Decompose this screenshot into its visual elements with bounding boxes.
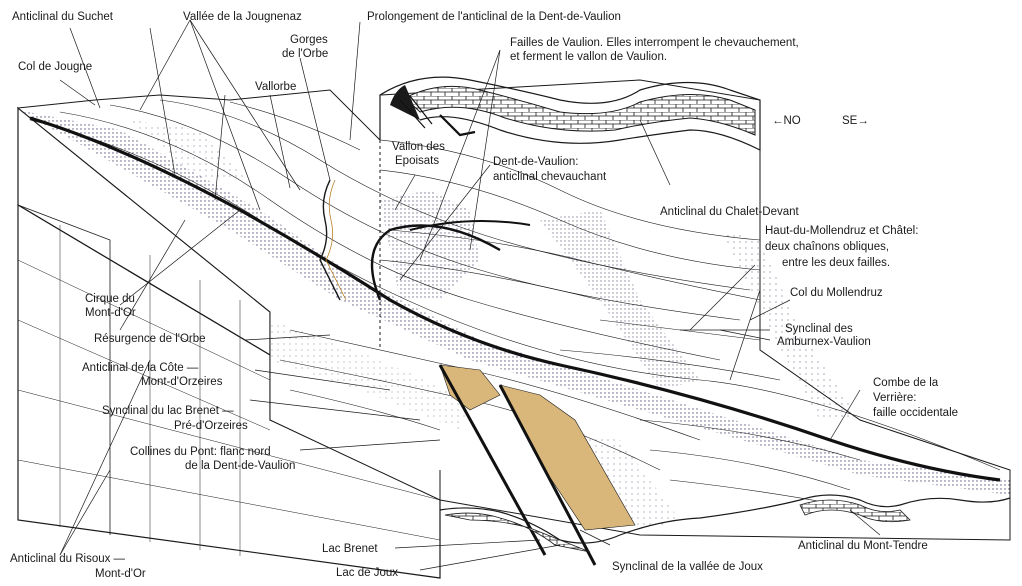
- label-failles-vaulion-1: Failles de Vaulion. Elles interrompent l…: [510, 37, 799, 49]
- label-synclinal-joux: Synclinal de la vallée de Joux: [612, 561, 763, 573]
- label-synclinal-brenet-1: Synclinal du lac Brenet —: [102, 405, 234, 417]
- label-combe-verriere-2: Verrière:: [873, 392, 916, 404]
- label-haut-mollendruz-1: Haut-du-Mollendruz et Châtel:: [765, 225, 918, 237]
- label-col-mollendruz: Col du Mollendruz: [790, 287, 883, 299]
- label-haut-mollendruz-2: deux chaînons obliques,: [765, 241, 889, 253]
- label-cirque-1: Cirque du: [85, 293, 135, 305]
- label-anticlinal-risoux-2: Mont-d'Or: [95, 568, 146, 580]
- label-anticlinal-cote-2: Mont-d'Orzeires: [141, 376, 223, 388]
- label-combe-verriere-3: faille occidentale: [873, 407, 958, 419]
- label-dent-vaulion-2: anticlinal chevauchant: [493, 171, 607, 183]
- label-synclinal-amburnex-1: Synclinal des: [785, 323, 853, 335]
- label-collines-pont-2: de la Dent-de-Vaulion: [185, 460, 295, 472]
- label-resurgence: Résurgence de l'Orbe: [94, 333, 206, 345]
- label-combe-verriere-1: Combe de la: [873, 377, 939, 389]
- label-dent-vaulion-1: Dent-de-Vaulion:: [493, 156, 578, 168]
- label-anticlinal-chalet: Anticlinal du Chalet-Devant: [660, 206, 800, 218]
- label-lac-brenet: Lac Brenet: [322, 543, 378, 555]
- label-anticlinal-suchet: Anticlinal du Suchet: [12, 11, 114, 23]
- label-orient-no: ←NO: [772, 115, 801, 127]
- label-collines-pont-1: Collines du Pont: flanc nord: [130, 446, 271, 458]
- label-synclinal-brenet-2: Pré-d'Orzeires: [174, 420, 248, 432]
- label-orient-se: SE→: [842, 115, 869, 127]
- label-vallorbe: Vallorbe: [255, 81, 296, 93]
- label-vallon-epoisats-1: Vallon des: [392, 141, 445, 153]
- label-cirque-2: Mont-d'Or: [85, 307, 136, 319]
- label-failles-vaulion-2: et ferment le vallon de Vaulion.: [510, 51, 667, 63]
- label-gorges-orbe-1: Gorges: [290, 34, 328, 46]
- label-synclinal-amburnex-2: Amburnex-Vaulion: [777, 336, 871, 348]
- label-anticlinal-cote-1: Anticlinal de la Côte —: [82, 362, 199, 374]
- label-lac-joux: Lac de Joux: [336, 567, 398, 579]
- label-vallon-epoisats-2: Epoisats: [395, 155, 439, 167]
- label-haut-mollendruz-3: entre les deux failles.: [782, 257, 890, 269]
- label-col-jougne: Col de Jougne: [18, 61, 92, 73]
- label-prolongement: Prolongement de l'anticlinal de la Dent-…: [367, 11, 621, 23]
- label-gorges-orbe-2: de l'Orbe: [282, 48, 328, 60]
- label-vallee-jougnenaz: Vallée de la Jougnenaz: [183, 11, 302, 23]
- label-anticlinal-risoux-1: Anticlinal du Risoux —: [10, 553, 126, 565]
- label-anticlinal-tendre: Anticlinal du Mont-Tendre: [798, 540, 928, 552]
